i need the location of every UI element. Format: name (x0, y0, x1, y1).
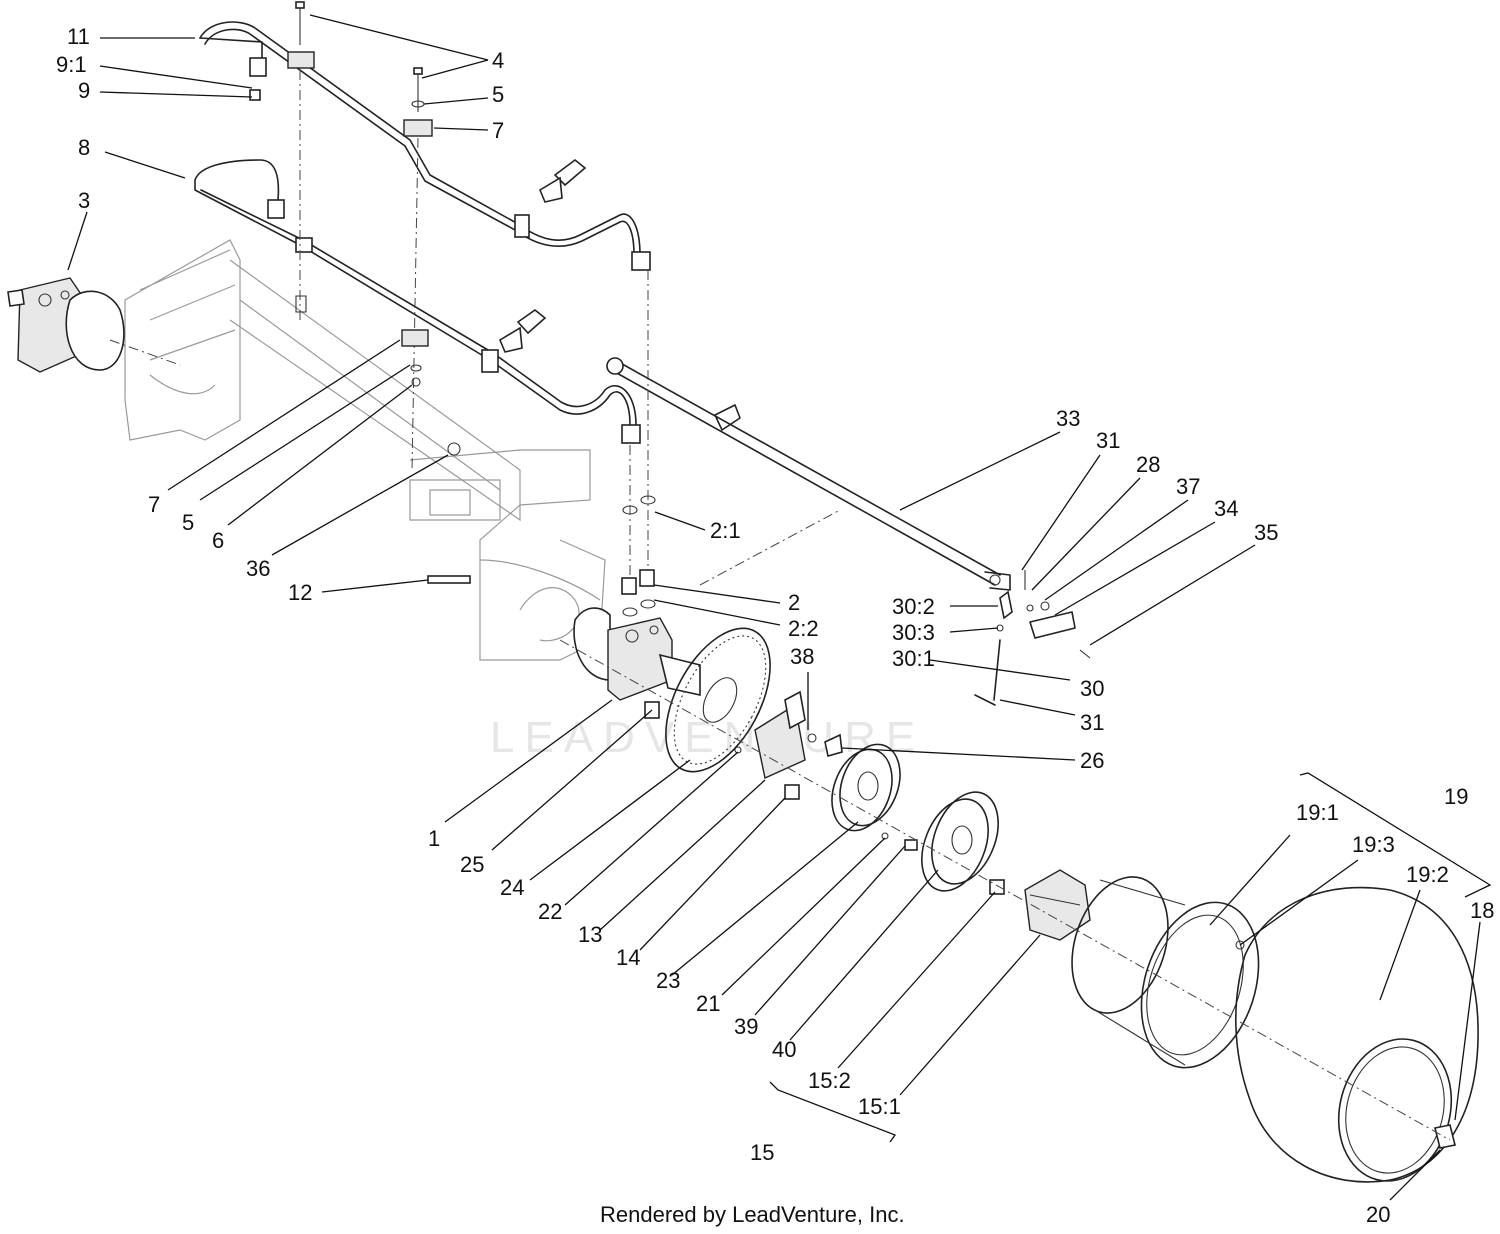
lower-hydraulic-tube (194, 159, 641, 444)
callout-19-3: 19:3 (1352, 832, 1395, 857)
callout-14: 14 (616, 945, 640, 970)
right-wheel-motor (573, 607, 701, 719)
part-callouts: 11 9:1 9 8 3 4 5 7 7 5 6 36 12 2:1 2 2:2… (56, 24, 1494, 1227)
callout-30: 30 (1080, 676, 1104, 701)
hydraulic-fittings (621, 270, 656, 617)
callout-15-2: 15:2 (808, 1068, 851, 1093)
left-wheel-motor (7, 277, 181, 373)
callout-28: 28 (1136, 452, 1160, 477)
brake-drum (921, 791, 999, 892)
callout-23: 23 (656, 968, 680, 993)
callout-31-top: 31 (1096, 428, 1120, 453)
callout-30-3: 30:3 (892, 620, 935, 645)
wheel-hub (831, 743, 918, 851)
callout-2-1: 2:1 (710, 518, 741, 543)
callout-18: 18 (1470, 898, 1494, 923)
callout-22: 22 (538, 899, 562, 924)
callout-7-bottom: 7 (148, 492, 160, 517)
callout-25: 25 (460, 852, 484, 877)
wheel-rim (1071, 876, 1260, 1069)
callout-1: 1 (428, 826, 440, 851)
callout-26: 26 (1080, 748, 1104, 773)
upper-hydraulic-tube (199, 21, 651, 271)
callout-33: 33 (1056, 406, 1080, 431)
callout-19-2: 19:2 (1406, 862, 1449, 887)
cross-shaft (606, 357, 1011, 591)
kit-19-bracket (1299, 772, 1492, 898)
tire (1234, 886, 1479, 1183)
callout-9-1: 9:1 (56, 52, 87, 77)
callout-35: 35 (1254, 520, 1278, 545)
callout-30-2: 30:2 (892, 594, 935, 619)
callout-2-2: 2:2 (788, 616, 819, 641)
callout-31-bottom: 31 (1080, 710, 1104, 735)
brake-bracket (734, 690, 843, 800)
callout-4: 4 (492, 48, 504, 73)
callout-12: 12 (288, 580, 312, 605)
callout-24: 24 (500, 875, 524, 900)
callout-20: 20 (1366, 1202, 1390, 1227)
callout-8: 8 (78, 135, 90, 160)
callout-5-top: 5 (492, 82, 504, 107)
tube-clamp-hardware (249, 1, 433, 471)
callout-40: 40 (772, 1037, 796, 1062)
callout-37: 37 (1176, 474, 1200, 499)
callout-30-1: 30:1 (892, 646, 935, 671)
callout-34: 34 (1214, 496, 1238, 521)
callout-21: 21 (696, 991, 720, 1016)
callout-19: 19 (1444, 784, 1468, 809)
callout-36: 36 (246, 556, 270, 581)
callout-39: 39 (734, 1014, 758, 1039)
callout-15: 15 (750, 1140, 774, 1165)
leader-lines (67, 14, 1481, 1201)
wheel-adapter (989, 869, 1091, 941)
callout-3: 3 (78, 188, 90, 213)
callout-2: 2 (788, 590, 800, 615)
callout-5-bottom: 5 (182, 510, 194, 535)
render-credit: Rendered by LeadVenture, Inc. (600, 1202, 905, 1227)
callout-6: 6 (212, 528, 224, 553)
frame-assembly (124, 239, 606, 661)
callout-38: 38 (790, 644, 814, 669)
callout-13: 13 (578, 922, 602, 947)
callout-19-1: 19:1 (1296, 800, 1339, 825)
callout-7-top: 7 (492, 118, 504, 143)
callout-9: 9 (78, 78, 90, 103)
kit-15-bracket (769, 1081, 897, 1143)
callout-15-1: 15:1 (858, 1094, 901, 1119)
callout-11: 11 (67, 24, 90, 49)
